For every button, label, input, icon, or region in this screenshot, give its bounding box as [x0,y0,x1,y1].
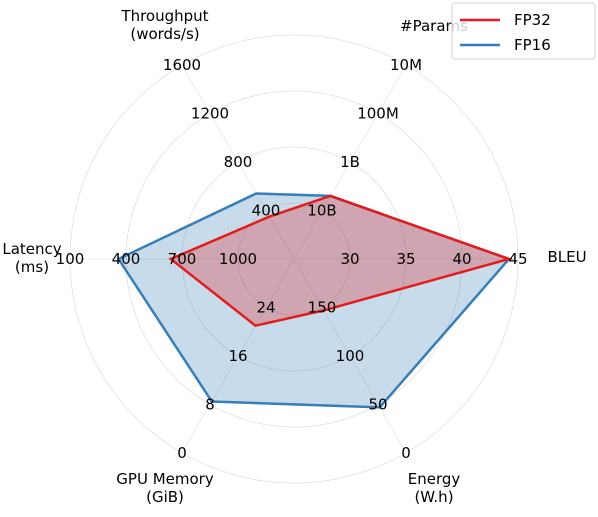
tick-throughput-800: 800 [224,153,253,171]
radar-grid [69,34,519,484]
radar-axis-labels: BLEU Energy(W.h) GPU Memory(GiB) Latency(ms… [2,7,586,506]
series-area-fp32 [168,194,514,328]
axis-label-latency: Latency(ms) [2,240,61,276]
tick-energy-150: 150 [308,298,337,316]
tick-latency-700: 700 [168,250,197,268]
tick-bleu-35: 35 [396,250,415,268]
legend-label-fp16: FP16 [514,36,551,54]
spoke-gpu-memory [181,258,295,454]
tick-energy-100: 100 [336,347,365,365]
tick-throughput-1600: 1600 [163,56,201,74]
tick-params-1b: 1B [340,153,360,171]
tick-latency-400: 400 [112,250,141,268]
tick-bleu-45: 45 [508,250,527,268]
spoke-energy [293,258,407,454]
tick-params-100m: 100M [357,105,399,123]
tick-params-10m: 10M [390,56,422,74]
legend-label-fp32: FP32 [514,11,551,29]
axis-label-gpu-memory: GPU Memory(GiB) [116,470,214,506]
tick-throughput-400: 400 [252,202,281,220]
tick-latency-100: 100 [56,250,85,268]
tick-gpu-memory-24: 24 [256,298,275,316]
spoke-throughput [181,64,295,260]
tick-gpu-memory-16: 16 [228,347,247,365]
tick-bleu-30: 30 [340,250,359,268]
spoke-params [293,64,407,260]
tick-params-10b: 10B [307,202,336,220]
axis-label-bleu: BLEU [547,248,586,266]
tick-throughput-1200: 1200 [191,105,229,123]
radar-series [116,192,514,409]
axis-label-energy: Energy(W.h) [408,470,461,506]
radar-tick-labels: 30 35 40 45 150 100 50 0 24 16 8 0 1000 700 400 100 400 8… [56,56,528,462]
tick-bleu-40: 40 [452,250,471,268]
tick-energy-50: 50 [368,395,387,413]
tick-energy-0: 0 [401,444,411,462]
tick-latency-1000: 1000 [219,250,257,268]
axis-label-params: #Params [400,17,468,35]
tick-gpu-memory-0: 0 [177,444,187,462]
tick-gpu-memory-8: 8 [205,395,215,413]
axis-label-throughput: Throughput(words/s) [120,7,208,43]
